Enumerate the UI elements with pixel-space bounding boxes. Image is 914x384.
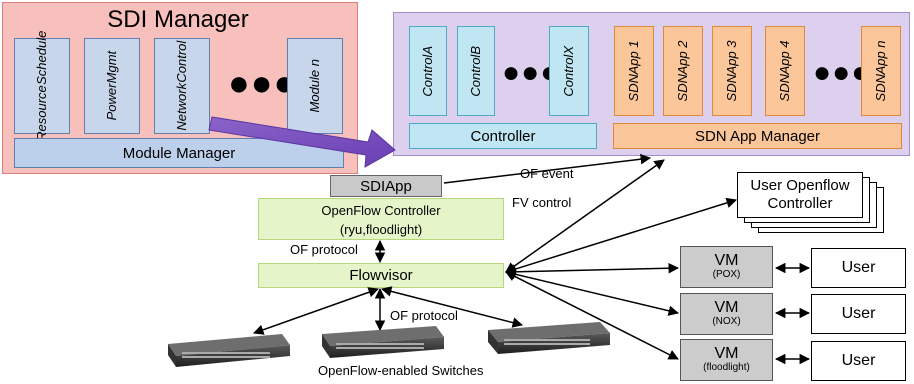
flowvisor-vm-pox-arrow xyxy=(504,262,680,278)
sdi-modules-ellipsis: ●●● xyxy=(228,62,297,103)
flowvisor-vm-nox-arrow xyxy=(504,269,680,316)
apps-ellipsis: ●●● xyxy=(813,56,871,89)
flowvisor-box: Flowvisor xyxy=(258,263,504,288)
controls-ellipsis: ●●● xyxy=(502,56,560,89)
sdi-to-controller-arrow xyxy=(208,116,396,168)
of-event-arrow xyxy=(443,153,652,184)
sdi-manager-title: SDI Manager xyxy=(107,6,249,33)
of-protocol-label-top: OF protocol xyxy=(290,242,358,257)
fv-control-arrow xyxy=(505,159,665,273)
user-openflow-line2: Controller xyxy=(767,195,833,212)
user-3: User xyxy=(811,341,906,381)
flowvisor-switch-left-arrow xyxy=(253,287,379,335)
sdn-app-manager: SDN App Manager xyxy=(613,123,902,149)
user-openflow-controller: User Openflow Controller xyxy=(737,172,863,218)
switch-right-icon xyxy=(488,322,610,354)
openflow-controller-sub: (ryu,floodlight) xyxy=(339,222,423,237)
vm-name: VM xyxy=(714,299,739,317)
flowvisor-user-of-arrow xyxy=(504,197,738,275)
module-n: Module n xyxy=(287,38,343,134)
switch-left-icon xyxy=(168,334,290,367)
user-1: User xyxy=(811,248,906,288)
vm-sub: (POX) xyxy=(712,269,741,281)
sdiapp-box: SDIApp xyxy=(330,175,442,197)
flowvisor-vm-floodlight-arrow xyxy=(505,271,679,360)
openflow-controller-box: OpenFlow Controller (ryu,floodlight) xyxy=(258,198,504,240)
flowvisor-switch-right-arrow xyxy=(380,286,524,328)
vm-floodlight: VM (floodlight) xyxy=(680,339,773,381)
vm-sub: (NOX) xyxy=(712,316,741,328)
switch-center-icon xyxy=(322,326,444,358)
vm-sub: (floodlight) xyxy=(703,362,750,374)
vm-nox: VM (NOX) xyxy=(680,293,773,335)
vm-name: VM xyxy=(714,345,739,363)
openflow-controller-title: OpenFlow Controller xyxy=(321,203,441,218)
user-2: User xyxy=(811,294,906,334)
module-manager: Module Manager xyxy=(14,138,344,168)
controller-box: Controller xyxy=(409,123,597,149)
switches-label: OpenFlow-enabled Switches xyxy=(318,363,484,378)
user-openflow-line1: User Openflow xyxy=(750,177,850,194)
